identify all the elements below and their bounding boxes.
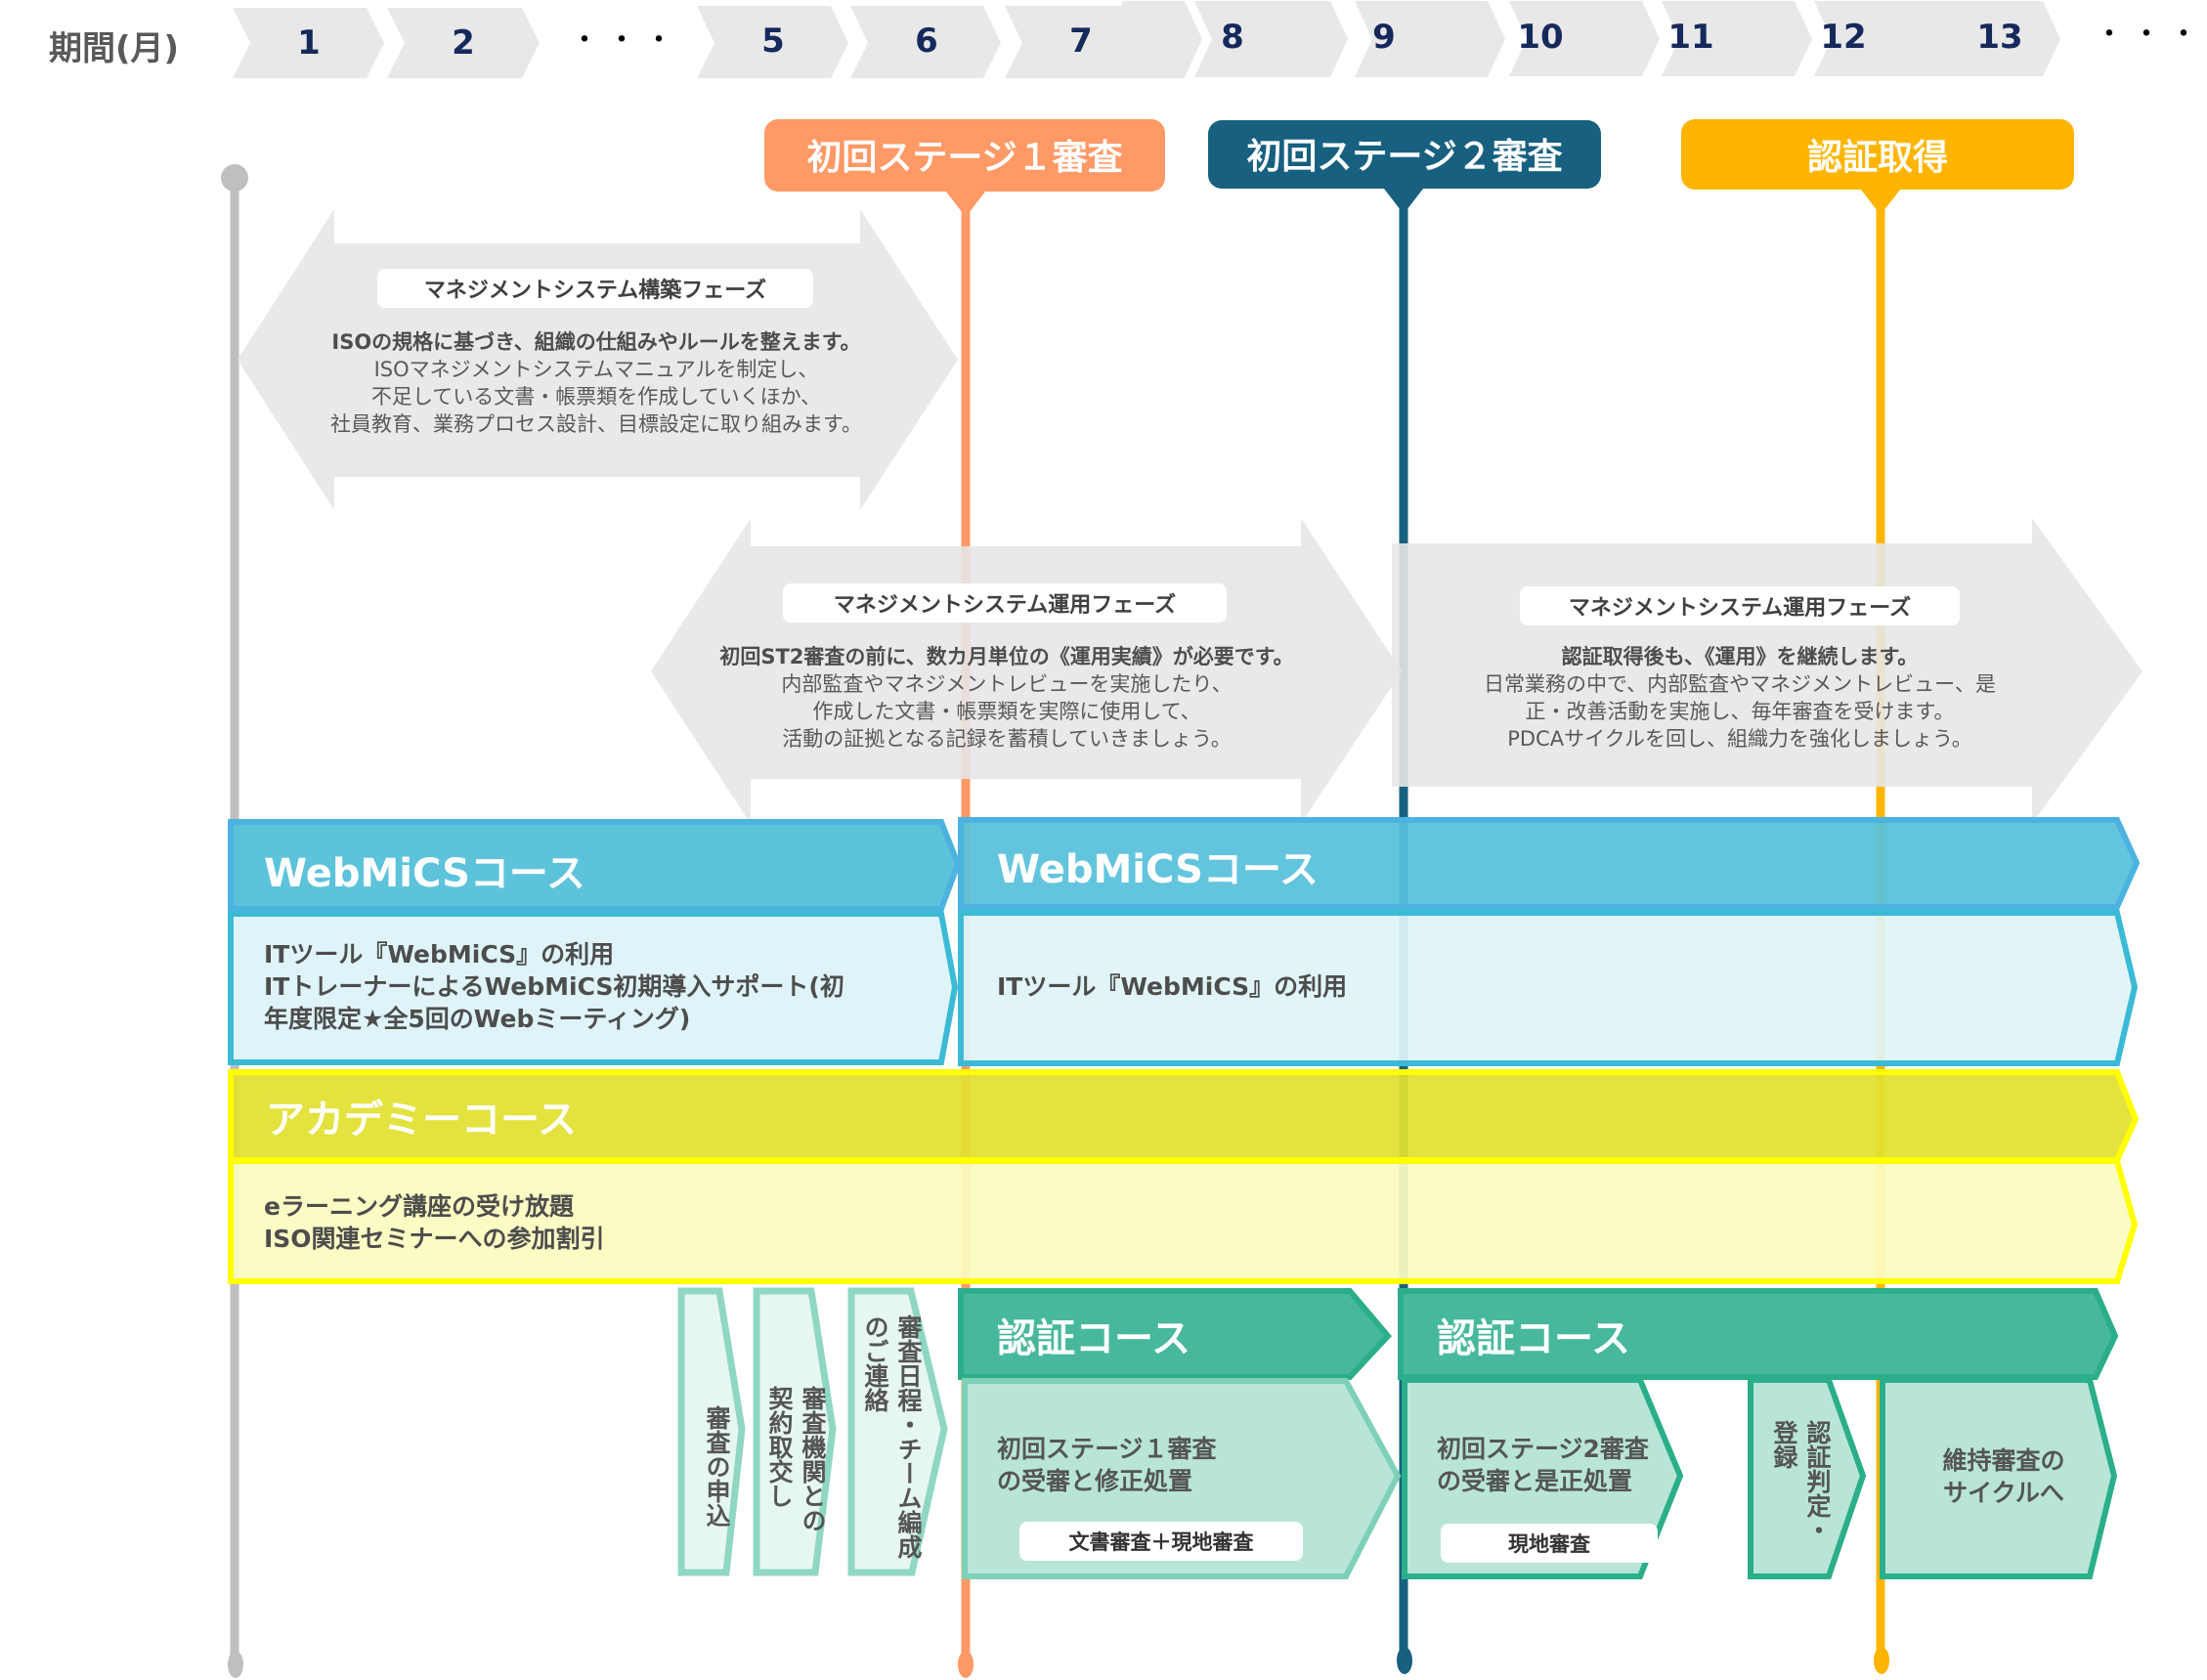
registration-step-text: 認証判定・ 登録 <box>1770 1419 1832 1542</box>
build-phase-title: マネジメントシステム構築フェーズ <box>377 269 813 308</box>
pre-step-shape <box>753 1287 837 1576</box>
start-dot-bottom <box>228 1651 243 1678</box>
month-chevron <box>1355 1 1505 77</box>
academy-desc-line: ISO関連セミナーへの参加割引 <box>264 1225 605 1253</box>
operate-post-phase-lead: 認証取得後も、《運用》を継続します。 <box>1561 645 1919 668</box>
month-label: 8 <box>1221 18 1244 57</box>
month-ellipsis: ・・・ <box>570 23 681 58</box>
webmics-later-description: ITツール『WebMiCS』の利用 <box>997 970 1681 1003</box>
webmics-first-header-shape <box>228 819 962 912</box>
cert-second-header-shape <box>1398 1288 2119 1380</box>
operate-post-phase-line: 日常業務の中で、内部監査やマネジメントレビュー、是 <box>1484 672 1996 696</box>
webmics-first-desc-line: ITツール『WebMiCS』の利用 <box>264 940 615 969</box>
month-chevron <box>1509 1 1660 76</box>
pre-step-schedule: 審査日程・チーム編成 のご連絡 <box>861 1314 923 1559</box>
stage2-step-line: 初回ステージ2審査 <box>1437 1435 1649 1463</box>
milestone-certified: 認証取得 <box>1806 138 1948 178</box>
build-phase-line: ISOマネジメントシステムマニュアルを制定し、 <box>373 358 819 381</box>
stage1-step-line: の受審と修正処置 <box>997 1467 1193 1495</box>
month-chevron <box>1123 1 1202 77</box>
operate-pre-phase-description: 初回ST2審査の前に、数カ月単位の《運用実績》が必要です。 内部監査やマネジメン… <box>694 643 1320 753</box>
month-label: 1 <box>297 23 321 63</box>
milestone-stage2: 初回ステージ２審査 <box>1246 137 1563 177</box>
stage2-dot-bottom <box>1397 1647 1412 1674</box>
operate-post-phase-line: 正・改善活動を実施し、毎年審査を受けます。 <box>1525 700 1955 723</box>
month-label: 11 <box>1667 18 1714 57</box>
academy-body-shape <box>228 1158 2139 1284</box>
stage1-step-tag: 文書審査＋現地審査 <box>1019 1522 1303 1561</box>
operate-pre-phase-title: マネジメントシステム運用フェーズ <box>783 583 1227 623</box>
month-chevron <box>850 6 1001 78</box>
pre-step-application: 審査の申込 <box>703 1404 731 1528</box>
milestone-stage1: 初回ステージ１審査 <box>806 138 1123 178</box>
webmics-first-description: ITツール『WebMiCS』の利用 ITトレーナーによるWebMiCS初期導入サ… <box>264 938 948 1035</box>
operate-pre-phase-line: 内部監査やマネジメントレビューを実施したり、 <box>781 672 1233 696</box>
month-chevron <box>697 6 848 78</box>
milestone-callouts <box>764 119 2074 217</box>
academy-description: eラーニング講座の受け放題 ISO関連セミナーへの参加割引 <box>264 1190 948 1255</box>
maintenance-step-line: 維持審査の <box>1942 1446 2065 1475</box>
registration-step-shape <box>1748 1377 1867 1579</box>
webmics-later-desc-line: ITツール『WebMiCS』の利用 <box>997 972 1348 1001</box>
month-chevron <box>387 8 540 78</box>
start-dot-top <box>221 164 248 192</box>
maintenance-step-line: サイクルへ <box>1943 1479 2064 1507</box>
webmics-first-desc-line: 年度限定★全5回のWebミーティング) <box>264 1005 691 1033</box>
academy-desc-line: eラーニング講座の受け放題 <box>264 1192 574 1221</box>
maintenance-step-shape <box>1880 1377 2118 1579</box>
stage2-step-line: の受審と是正処置 <box>1437 1467 1633 1495</box>
month-label: 10 <box>1517 18 1564 57</box>
maintenance-step-text: 維持審査の サイクルへ <box>1916 1444 2092 1509</box>
operate-post-phase-title: マネジメントシステム運用フェーズ <box>1520 586 1960 625</box>
cert-first-title: 認証コース <box>997 1316 1190 1361</box>
webmics-first-desc-line: ITトレーナーによるWebMiCS初期導入サポート(初 <box>264 972 844 1001</box>
period-label: 期間(月) <box>49 28 180 68</box>
webmics-first-body-shape <box>228 911 959 1065</box>
month-label: 13 <box>1976 18 2023 57</box>
webmics-later-title: WebMiCSコース <box>997 847 1319 892</box>
month-label: 5 <box>761 22 785 61</box>
operate-pre-phase-lead: 初回ST2審査の前に、数カ月単位の《運用実績》が必要です。 <box>719 645 1294 668</box>
stage1-dot-bottom <box>958 1651 974 1678</box>
month-chevron <box>1914 1 2060 76</box>
stage2-step-tag: 現地審査 <box>1441 1524 1658 1563</box>
webmics-later-header-shape <box>958 817 2141 910</box>
webmics-later-body-shape <box>958 910 2139 1066</box>
build-phase-line: 社員教育、業務プロセス設計、目標設定に取り組みます。 <box>330 412 862 436</box>
certified-dot-bottom <box>1874 1647 1889 1674</box>
cert-first-header-shape <box>958 1288 1393 1380</box>
month-chevron <box>233 8 384 78</box>
cert-second-title: 認証コース <box>1437 1316 1630 1361</box>
stage2-step-text: 初回ステージ2審査 の受審と是正処置 <box>1437 1433 1681 1497</box>
operate-post-phase-line: PDCAサイクルを回し、組織力を強化しましょう。 <box>1507 727 1972 751</box>
pre-step-shape <box>677 1287 746 1576</box>
month-label: 9 <box>1372 18 1396 57</box>
month-label: 12 <box>1820 18 1867 57</box>
stage1-step-text: 初回ステージ１審査 の受審と修正処置 <box>997 1433 1320 1497</box>
academy-header-shape <box>228 1069 2140 1163</box>
academy-title: アカデミーコース <box>266 1098 577 1142</box>
month-ellipsis: ・・・ <box>2095 18 2206 52</box>
operate-pre-phase-line: 作成した文書・帳票類を実際に使用して、 <box>812 700 1201 723</box>
month-label: 6 <box>915 22 938 61</box>
build-phase-description: ISOの規格に基づき、組織の仕組みやルールを整えます。 ISOマネジメントシステ… <box>283 328 909 438</box>
operate-pre-phase-line: 活動の証拠となる記録を蓄積していきましょう。 <box>782 727 1232 751</box>
month-chevron <box>1662 1 1812 76</box>
month-chevron <box>1194 1 1348 77</box>
month-label: 7 <box>1069 22 1093 61</box>
build-phase-lead: ISOの規格に基づき、組織の仕組みやルールを整えます。 <box>331 330 861 354</box>
stage1-step-line: 初回ステージ１審査 <box>997 1435 1217 1463</box>
operate-post-phase-description: 認証取得後も、《運用》を継続します。 日常業務の中で、内部監査やマネジメントレビ… <box>1427 643 2053 753</box>
month-label: 2 <box>452 23 475 63</box>
month-chevrons <box>233 1 2060 78</box>
pre-step-shape <box>847 1287 948 1576</box>
pre-step-contract: 審査機関との 契約取交し <box>765 1385 827 1532</box>
webmics-first-title: WebMiCSコース <box>264 851 585 896</box>
build-phase-line: 不足している文書・帳票類を作成していくほか、 <box>370 385 822 409</box>
